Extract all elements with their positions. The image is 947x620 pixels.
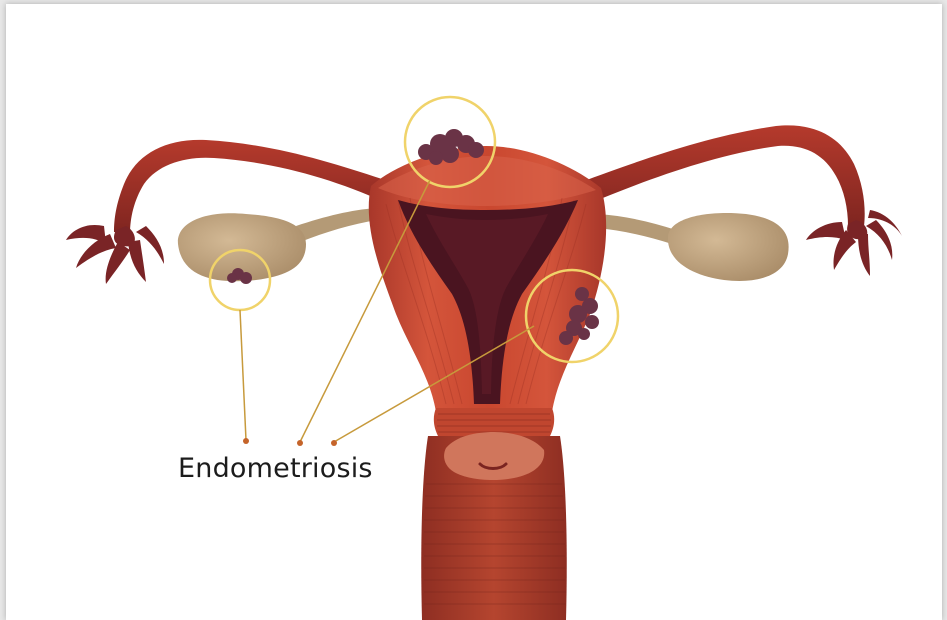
illustration-frame: Endometriosis — [6, 4, 942, 620]
uterus-illustration — [6, 4, 942, 620]
left-fimbriae — [66, 225, 164, 284]
leader-dots — [243, 438, 337, 446]
cervix — [444, 432, 544, 480]
endometriosis-label: Endometriosis — [178, 453, 373, 484]
right-fallopian-tube — [581, 125, 865, 226]
right-ovary — [668, 213, 789, 281]
left-ovarian-ligament — [296, 208, 378, 242]
right-ovarian-ligament — [596, 214, 676, 244]
